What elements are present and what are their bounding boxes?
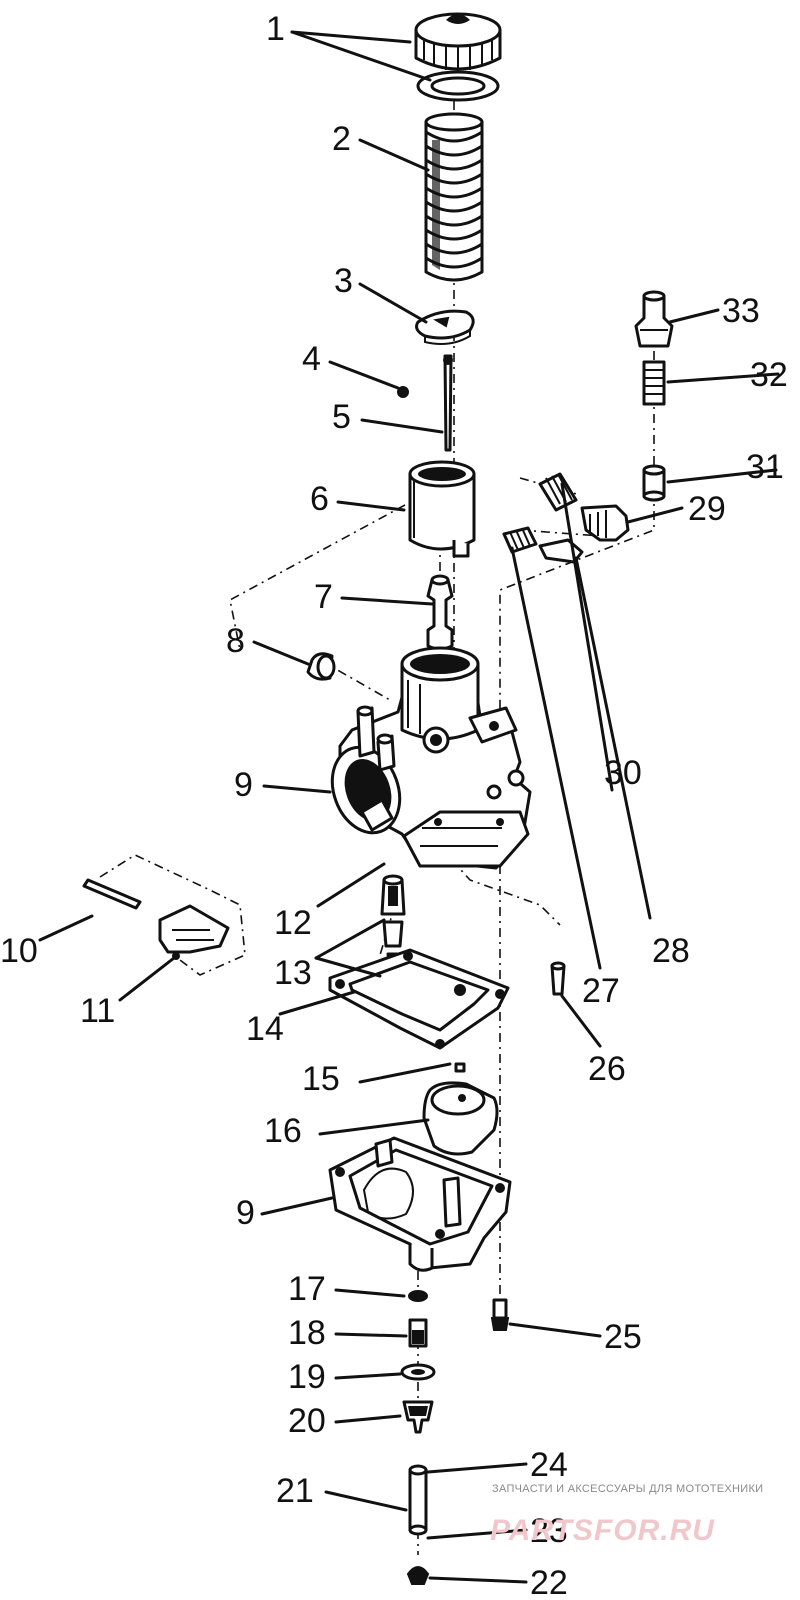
part-33-adjuster (634, 290, 674, 348)
callout-28: 28 (652, 932, 690, 970)
part-30-spring (538, 472, 578, 512)
callout-10: 10 (0, 932, 38, 970)
callout-33: 33 (722, 292, 760, 330)
callout-8: 8 (226, 622, 245, 660)
callout-labels: 1 2 3 4 5 6 7 8 9 10 11 12 13 14 15 16 9… (0, 10, 788, 1600)
part-5-jet-needle (443, 354, 453, 452)
watermark-site: PARTSFOR.RU (490, 1514, 715, 1547)
callout-15: 15 (302, 1060, 340, 1098)
callout-7: 7 (314, 578, 333, 616)
callout-2: 2 (332, 120, 351, 158)
callout-1: 1 (266, 10, 285, 48)
callout-18: 18 (288, 1314, 326, 1352)
watermark-tagline: ЗАПЧАСТИ И АКСЕССУАРЫ ДЛЯ МОТОТЕХНИКИ (492, 1483, 763, 1495)
callout-20: 20 (288, 1402, 326, 1440)
part-9-carburetor-body (330, 646, 532, 870)
callout-9-body: 9 (234, 766, 253, 804)
part-12-needle-valve-seat (380, 874, 406, 916)
part-15-float-clip (454, 1062, 466, 1073)
part-19-washer (400, 1363, 436, 1381)
part-27-spring (502, 526, 538, 554)
callout-23: 23 (530, 1512, 568, 1550)
part-31-fitting (642, 464, 666, 502)
callout-32: 32 (750, 356, 788, 394)
part-7-needle-jet (426, 574, 454, 651)
callout-24: 24 (530, 1446, 568, 1484)
callout-3: 3 (334, 262, 353, 300)
callout-12: 12 (274, 904, 312, 942)
callout-26: 26 (588, 1050, 626, 1088)
callout-13: 13 (274, 954, 312, 992)
callout-30: 30 (604, 754, 642, 792)
part-18-main-jet (408, 1318, 428, 1348)
leader-lines (38, 30, 780, 1584)
callout-4: 4 (302, 340, 321, 378)
callout-22: 22 (530, 1564, 568, 1600)
part-11-float-arm (158, 904, 230, 960)
watermark: ЗАПЧАСТИ И АКСЕССУАРЫ ДЛЯ МОТОТЕХНИКИ PA… (490, 1483, 763, 1547)
part-6-throttle-slide (408, 460, 476, 558)
part-25-screw (490, 1298, 510, 1331)
part-14-bowl-gasket (328, 948, 510, 1050)
callout-14: 14 (246, 1010, 284, 1048)
callout-11: 11 (80, 992, 115, 1030)
part-26-plug (550, 961, 566, 996)
callout-6: 6 (310, 480, 329, 518)
part-16-float (422, 1081, 499, 1156)
part-1-top-cap (414, 12, 502, 102)
part-17-o-ring (408, 1290, 428, 1302)
callout-5: 5 (332, 398, 351, 436)
callout-9-bowl: 9 (236, 1194, 255, 1232)
callout-17: 17 (288, 1270, 326, 1308)
callout-19: 19 (288, 1358, 326, 1396)
callout-31: 31 (746, 448, 784, 486)
part-29-throttle-stop-screw (580, 504, 630, 542)
part-21-tube (408, 1464, 428, 1536)
part-20-drain-plug (402, 1400, 434, 1434)
part-3-needle-clip-plate (415, 309, 475, 345)
part-2-spring (424, 112, 484, 282)
part-8-plug (306, 652, 336, 681)
callout-21: 21 (276, 1472, 314, 1510)
part-32-spring (642, 360, 666, 406)
part-4-e-clip (397, 386, 409, 398)
part-22-cap (406, 1566, 430, 1585)
callout-16: 16 (264, 1112, 302, 1150)
part-9-float-bowl (328, 1136, 512, 1272)
callout-27: 27 (582, 972, 620, 1010)
part-10-float-pin (82, 878, 142, 910)
callout-25: 25 (604, 1318, 642, 1356)
callout-29: 29 (688, 490, 726, 528)
